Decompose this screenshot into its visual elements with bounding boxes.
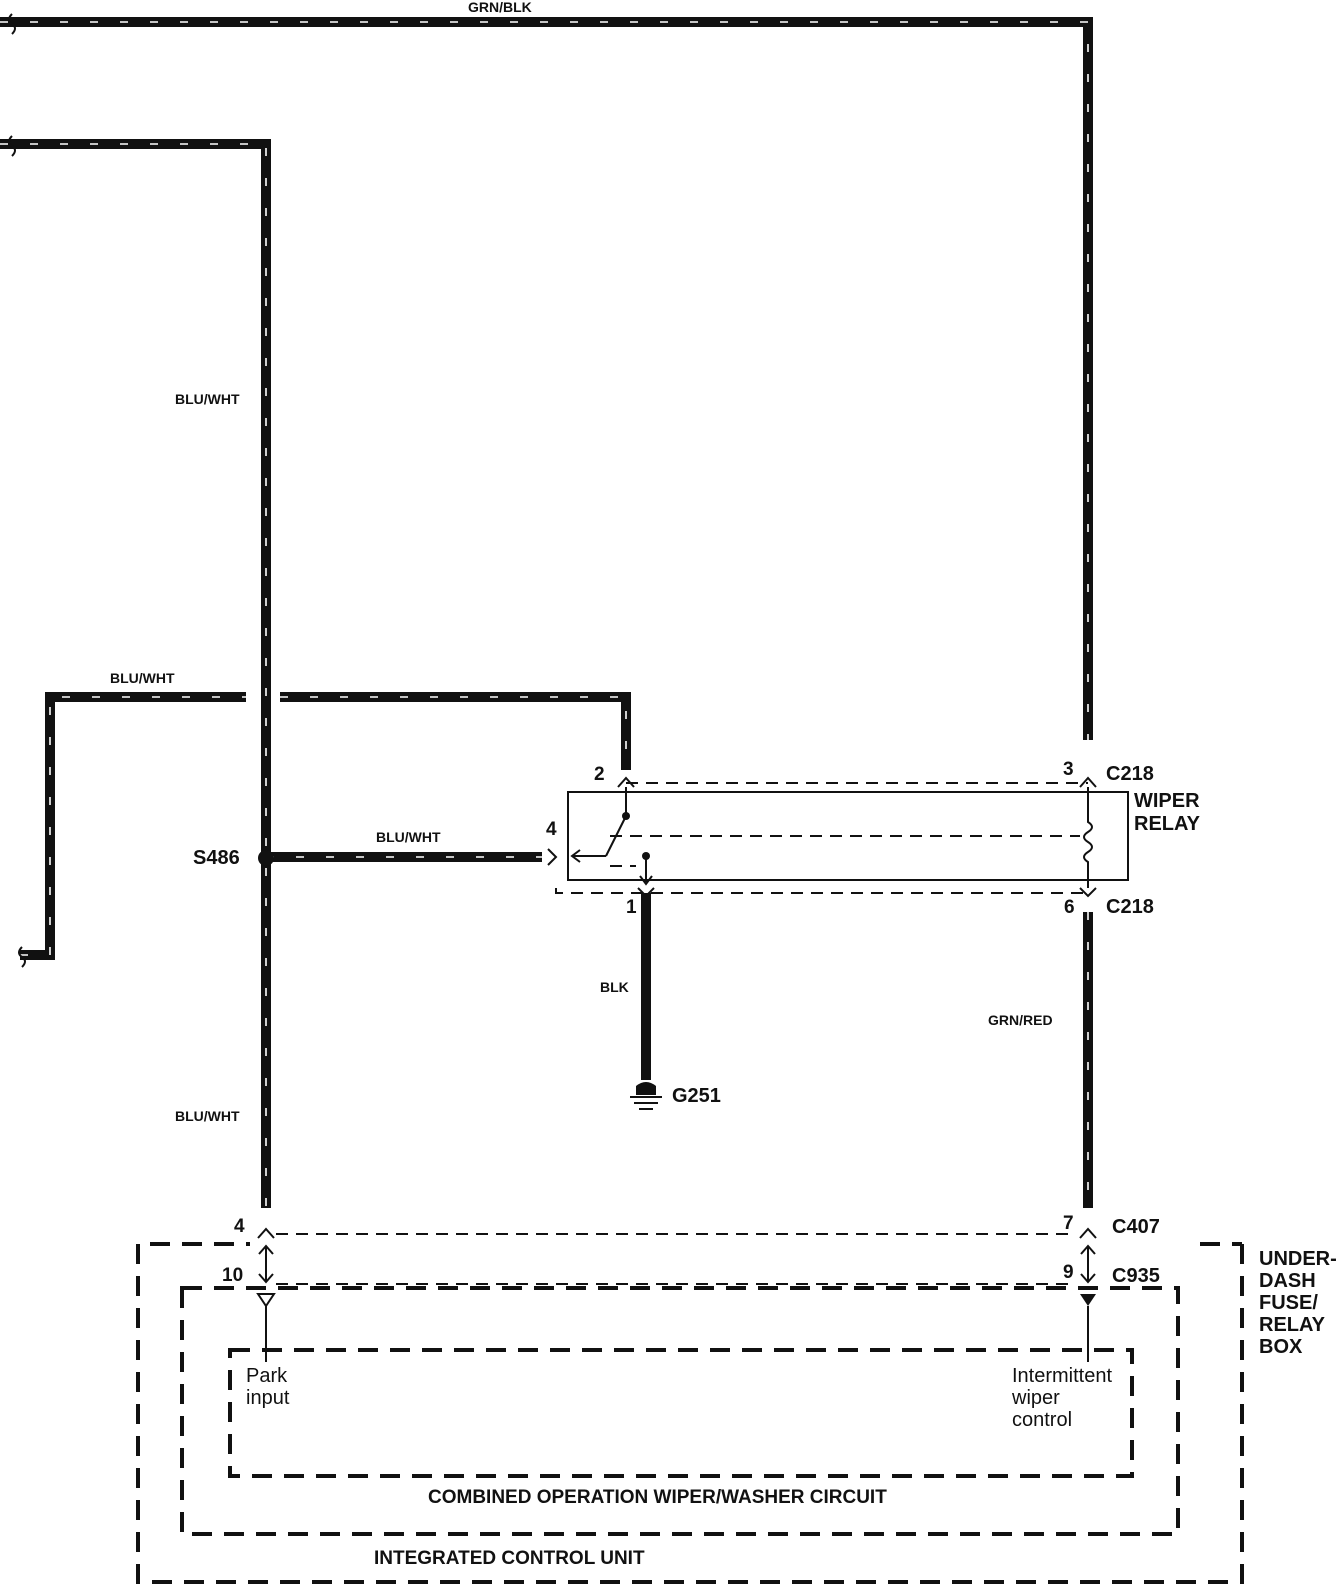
wire-blu-wht-left-loop (20, 692, 246, 960)
fusebox-pin-7: 7 (1063, 1213, 1074, 1234)
icu-title: INTEGRATED CONTROL UNIT (374, 1548, 645, 1569)
intermittent-line1: Intermittent (1012, 1365, 1112, 1387)
relay-pin-2: 2 (594, 764, 605, 785)
wire-label-blu-wht-mid: BLU/WHT (376, 829, 441, 845)
wire-label-grn-blk: GRN/BLK (468, 0, 532, 15)
fusebox-connector-c407: C407 (1112, 1216, 1160, 1238)
circuit-title: COMBINED OPERATION WIPER/WASHER CIRCUIT (428, 1487, 887, 1508)
underdash-box-outline (136, 1242, 1244, 1584)
fusebox-title-line: RELAY (1259, 1314, 1326, 1336)
fusebox-title-line: DASH (1259, 1270, 1316, 1292)
wire-label-blu-wht-bottom: BLU/WHT (175, 1108, 240, 1124)
splice-dot (258, 850, 274, 866)
wire-grn-blk (0, 17, 1093, 740)
relay-pin-4: 4 (546, 819, 557, 840)
wire-label-blu-wht-top: BLU/WHT (175, 391, 240, 407)
park-input-line2: input (246, 1387, 290, 1409)
wiper-relay (547, 776, 1129, 898)
wire-label-blk: BLK (600, 979, 629, 995)
fusebox-title: UNDER- DASH FUSE/ RELAY BOX (1259, 1248, 1337, 1358)
wire-label-blu-wht-left: BLU/WHT (110, 670, 175, 686)
relay-connector-bottom: C218 (1106, 896, 1154, 918)
relay-pin-3: 3 (1063, 759, 1074, 780)
fusebox-title-line: BOX (1259, 1336, 1303, 1358)
circuit-outline (228, 1348, 1134, 1478)
wire-end-squiggle-icon (18, 946, 26, 968)
intermittent-line3: control (1012, 1409, 1072, 1431)
park-input-line1: Park (246, 1365, 288, 1387)
relay-title-line2: RELAY (1134, 813, 1201, 835)
wire-end-squiggle-icon (8, 135, 16, 157)
relay-pin-6: 6 (1064, 897, 1075, 918)
fusebox-connector-c935: C935 (1112, 1265, 1160, 1287)
fusebox-pin-4: 4 (234, 1216, 245, 1237)
wire-end-squiggle-icon (8, 13, 16, 35)
relay-pin-1: 1 (626, 897, 637, 918)
intermittent-line2: wiper (1011, 1387, 1060, 1409)
fusebox-title-line: UNDER- (1259, 1248, 1337, 1270)
ground-label: G251 (672, 1085, 721, 1107)
fusebox-pin-9: 9 (1063, 1262, 1074, 1283)
ground-icon (630, 1082, 662, 1110)
splice-label: S486 (193, 847, 240, 869)
relay-connector-top: C218 (1106, 763, 1154, 785)
icu-outline (180, 1286, 1180, 1536)
underdash-connectors (256, 1227, 1097, 1362)
fusebox-title-line: FUSE/ (1259, 1292, 1318, 1314)
wire-label-grn-red: GRN/RED (988, 1012, 1053, 1028)
fusebox-pin-10: 10 (222, 1265, 243, 1286)
relay-title-line1: WIPER (1134, 790, 1200, 812)
wire-blu-wht-to-relay-pin2 (280, 692, 631, 770)
